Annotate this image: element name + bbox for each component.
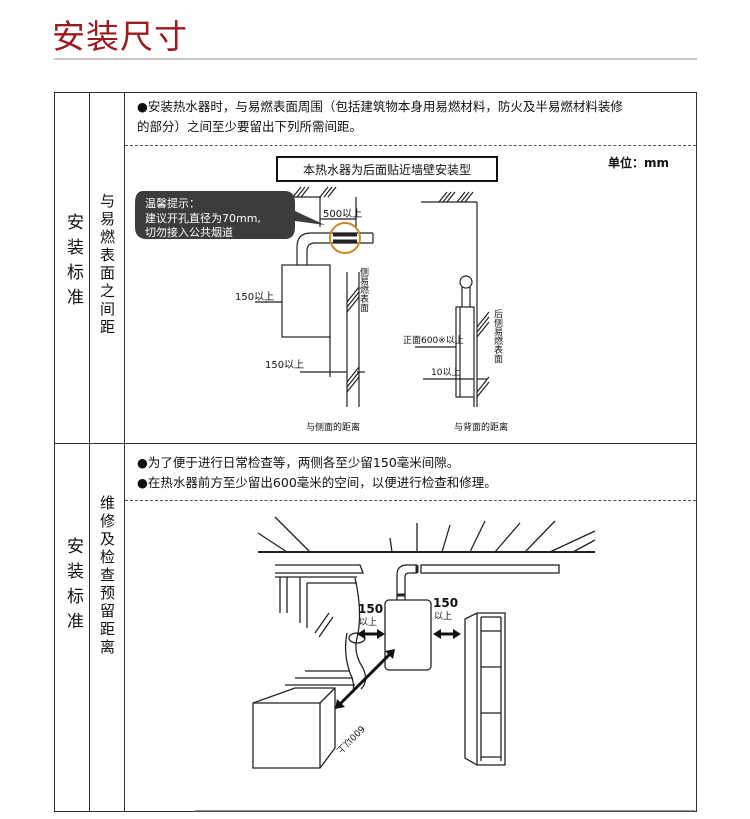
caption-back: 与背面的距离 bbox=[454, 421, 508, 433]
maintenance-diagram: 150 以上 150 以上 600以上 bbox=[195, 516, 695, 812]
tip-line3: 切勿接入公共烟道 bbox=[145, 225, 233, 239]
top-clearance-label: 500以上 bbox=[323, 208, 362, 220]
installation-spec-table: 安装标准 与易燃表面之间距 ●安装热水器时，与易燃表面周围（包括建筑物本身用易燃… bbox=[54, 92, 697, 812]
section1-sub-label: 与易燃表面之间距 bbox=[98, 193, 116, 337]
left-clearance-unit: 以上 bbox=[359, 617, 377, 628]
side-distance-diagram bbox=[255, 186, 374, 407]
type-box-text: 本热水器为后面贴近墙壁安装型 bbox=[303, 162, 471, 177]
tip-bubble: 温馨提示： 建议开孔直径为70mm, 切勿接入公共烟道 bbox=[135, 191, 325, 239]
side-clearance-bottom-label: 150以上 bbox=[265, 359, 304, 371]
right-clearance-num: 150 bbox=[433, 596, 458, 610]
tip-line2: 建议开孔直径为70mm, bbox=[145, 211, 261, 225]
section2-note: ●为了便于进行日常检查等，两侧各至少留150毫米间隙。 ●在热水器前方至少留出6… bbox=[137, 453, 682, 493]
room-illustration bbox=[195, 516, 695, 812]
row-divider bbox=[55, 443, 696, 444]
back-clearance-label: 10以上 bbox=[431, 367, 460, 378]
flue-highlight-circle bbox=[329, 222, 361, 254]
back-surface-label: 后侧易燃表面 bbox=[492, 309, 503, 364]
clearance-arrows bbox=[335, 629, 461, 709]
section2-note-line1: ●为了便于进行日常检查等，两侧各至少留150毫米间隙。 bbox=[137, 455, 460, 470]
caption-side: 与侧面的距离 bbox=[306, 421, 360, 433]
side-clearance-left-label: 150以上 bbox=[235, 291, 274, 303]
unit-label: 单位：mm bbox=[608, 155, 669, 170]
section2-category-label: 安装标准 bbox=[63, 537, 83, 637]
back-distance-diagram bbox=[415, 191, 490, 407]
section1-category-label: 安装标准 bbox=[63, 213, 83, 313]
front-clearance-label: 正面600※以上 bbox=[403, 335, 464, 346]
dashed-separator bbox=[125, 500, 696, 501]
side-surface-label: 侧易燃表面 bbox=[358, 266, 369, 313]
page-title: 安装尺寸 bbox=[52, 17, 188, 56]
title-divider bbox=[54, 58, 697, 60]
tip-title: 温馨提示： bbox=[145, 196, 200, 210]
column-divider bbox=[124, 93, 125, 811]
section1-note-line2: 的部分）之间至少要留出下列所需间距。 bbox=[137, 119, 363, 134]
type-box bbox=[276, 156, 498, 182]
section1-note: ●安装热水器时，与易燃表面周围（包括建筑物本身用易燃材料，防火及半易燃材料装修 … bbox=[137, 97, 682, 137]
left-clearance-num: 150 bbox=[358, 602, 383, 616]
section2-sub-label: 维修及检查预留距离 bbox=[98, 495, 116, 657]
section1-note-line1: ●安装热水器时，与易燃表面周围（包括建筑物本身用易燃材料，防火及半易燃材料装修 bbox=[137, 99, 623, 114]
right-clearance-unit: 以上 bbox=[434, 611, 452, 622]
column-divider bbox=[89, 93, 90, 811]
dashed-separator bbox=[125, 145, 696, 146]
clearance-diagram: 本热水器为后面贴近墙壁安装型 单位：mm bbox=[135, 155, 669, 433]
section2-note-line2: ●在热水器前方至少留出600毫米的空间，以便进行检查和修理。 bbox=[137, 475, 497, 490]
front-clearance-label: 600以上 bbox=[334, 723, 367, 756]
